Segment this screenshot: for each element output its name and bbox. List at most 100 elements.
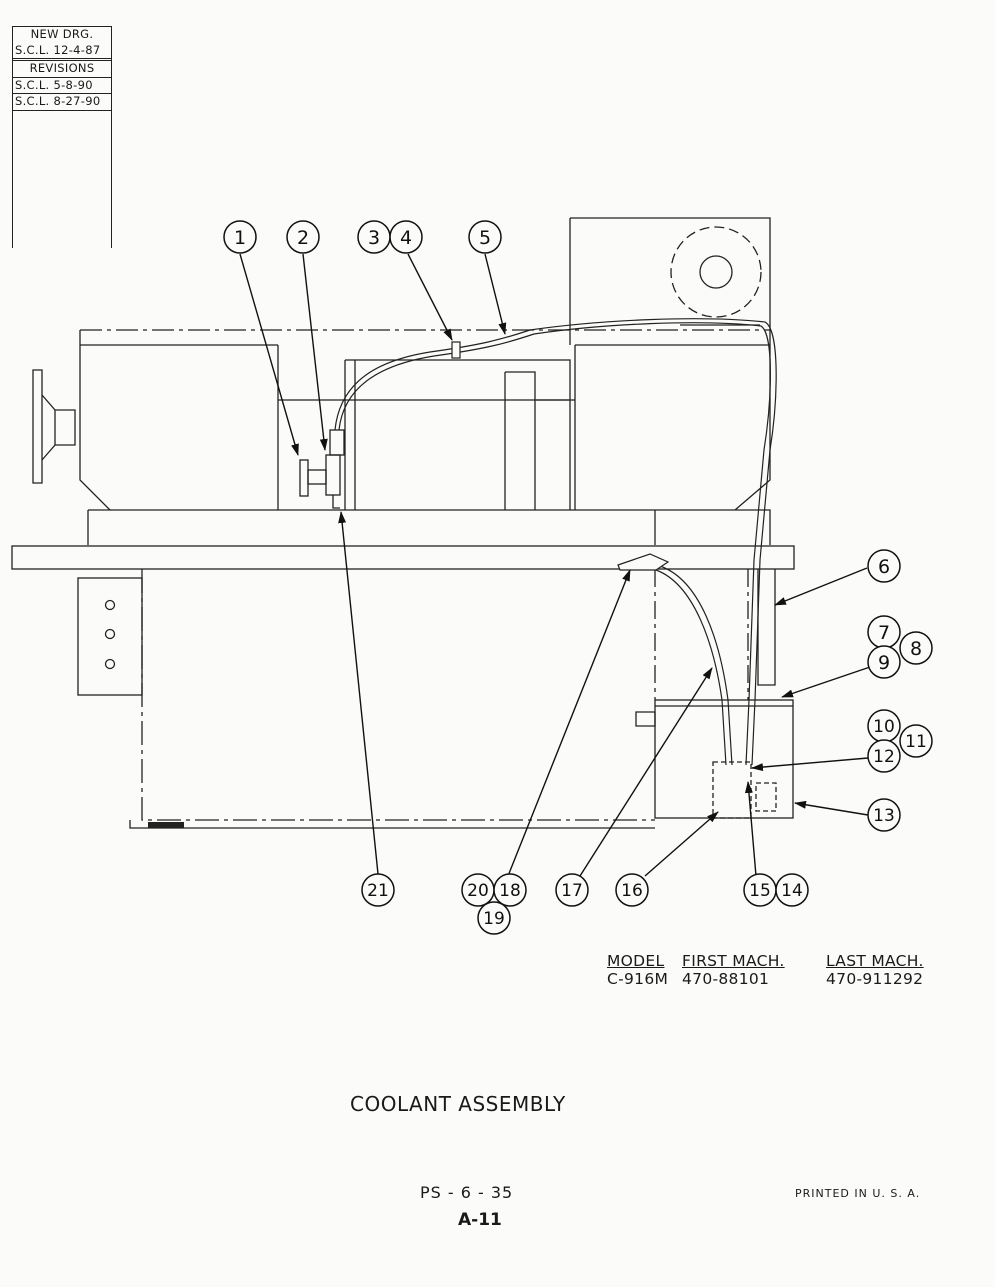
svg-text:5: 5 — [479, 227, 491, 249]
svg-text:2: 2 — [297, 227, 309, 249]
svg-text:4: 4 — [400, 227, 412, 249]
svg-text:16: 16 — [621, 881, 643, 901]
last-mach-value: 470-911292 — [826, 970, 924, 988]
center-frame — [345, 359, 571, 510]
upright-post — [504, 371, 536, 510]
table-top — [11, 545, 795, 570]
motor-pulley — [670, 226, 762, 318]
callout-11: 11 — [899, 724, 933, 758]
first-mach-value: 470-88101 — [682, 970, 770, 988]
revision-entry: S.C.L. 5-8-90 — [13, 76, 111, 94]
leader-arrow — [239, 253, 299, 456]
svg-text:17: 17 — [561, 881, 583, 901]
motor-hub — [699, 255, 733, 289]
svg-text:13: 13 — [873, 806, 895, 826]
panel-button — [104, 599, 116, 611]
callout-2: 2 — [286, 220, 320, 254]
svg-text:12: 12 — [873, 747, 895, 767]
callout-17: 17 — [555, 873, 589, 907]
callout-12: 12 — [867, 739, 901, 773]
revision-empty-row — [13, 109, 111, 127]
svg-text:3: 3 — [368, 227, 380, 249]
callout-4: 4 — [389, 220, 423, 254]
hose-clamp — [451, 341, 461, 359]
leader-arrow — [794, 800, 869, 816]
leader-arrow — [579, 667, 713, 877]
callout-9: 9 — [867, 645, 901, 679]
model-table: MODEL FIRST MACH. LAST MACH. C-916M 470-… — [607, 952, 924, 988]
base-slab — [87, 509, 771, 545]
right-head-outline — [574, 344, 771, 511]
model-value: C-916M — [607, 970, 669, 988]
last-mach-header: LAST MACH. — [826, 952, 924, 970]
leader-arrow — [407, 253, 453, 341]
valve-handle — [299, 459, 309, 497]
callout-10: 10 — [867, 709, 901, 743]
leader-arrow — [751, 757, 869, 772]
drawing-title: COOLANT ASSEMBLY — [350, 1092, 566, 1116]
svg-text:19: 19 — [483, 909, 505, 929]
sheet-number: A-11 — [458, 1210, 502, 1230]
panel-button — [104, 658, 116, 670]
callout-16: 16 — [615, 873, 649, 907]
leader-arrow — [484, 253, 507, 335]
control-panel — [77, 577, 143, 696]
leader-arrow — [781, 666, 871, 698]
callout-15: 15 — [743, 873, 777, 907]
revision-block: NEW DRG. S.C.L. 12-4-87 REVISIONS S.C.L.… — [12, 26, 112, 248]
pump — [712, 761, 752, 819]
callout-20: 20 — [461, 873, 495, 907]
svg-text:15: 15 — [749, 881, 771, 901]
first-mach-header: FIRST MACH. — [682, 952, 785, 970]
svg-text:14: 14 — [781, 881, 803, 901]
tee-fitting — [325, 454, 341, 496]
callout-21: 21 — [361, 873, 395, 907]
svg-text:1: 1 — [234, 227, 246, 249]
revision-entry: S.C.L. 8-27-90 — [13, 93, 111, 110]
tank-handle — [635, 711, 656, 727]
leader-arrow — [644, 811, 719, 877]
callout-7: 7 — [867, 615, 901, 649]
svg-text:10: 10 — [873, 717, 895, 737]
callout-18: 18 — [493, 873, 527, 907]
new-drawing-entry: S.C.L. 12-4-87 — [15, 42, 101, 57]
coolant-hose-return — [659, 565, 733, 766]
leader-arrow — [744, 781, 757, 877]
motor-housing-outline — [569, 217, 771, 345]
callout-1: 1 — [223, 220, 257, 254]
callout-13: 13 — [867, 798, 901, 832]
leader-arrow — [774, 567, 868, 606]
page-number: PS - 6 - 35 — [420, 1183, 514, 1202]
callout-8: 8 — [899, 631, 933, 665]
svg-text:6: 6 — [878, 556, 890, 578]
new-drawing-label: NEW DRG. — [13, 26, 111, 43]
callout-5: 5 — [468, 220, 502, 254]
nozzle-fitting — [329, 429, 345, 456]
svg-text:20: 20 — [467, 881, 489, 901]
leader-arrow — [507, 569, 631, 877]
svg-text:9: 9 — [878, 652, 890, 674]
flow-valve — [617, 553, 670, 571]
strainer — [755, 782, 777, 812]
leader-arrow — [338, 511, 379, 875]
svg-text:21: 21 — [367, 881, 389, 901]
revisions-label: REVISIONS — [13, 58, 111, 77]
callout-6: 6 — [867, 549, 901, 583]
leader-arrow — [302, 253, 328, 451]
svg-text:11: 11 — [905, 732, 927, 752]
coolant-tank — [654, 699, 794, 819]
svg-text:18: 18 — [499, 881, 521, 901]
printed-note: PRINTED IN U. S. A. — [795, 1187, 921, 1200]
panel-button — [104, 628, 116, 640]
callout-19: 19 — [477, 901, 511, 935]
valve-body — [307, 469, 327, 485]
model-header: MODEL — [607, 952, 665, 970]
callout-14: 14 — [775, 873, 809, 907]
svg-text:7: 7 — [878, 622, 890, 644]
callout-3: 3 — [357, 220, 391, 254]
svg-text:8: 8 — [910, 638, 922, 660]
handwheel — [32, 369, 43, 484]
coolant-hose-supply — [334, 318, 777, 766]
left-head-outline — [79, 330, 279, 511]
